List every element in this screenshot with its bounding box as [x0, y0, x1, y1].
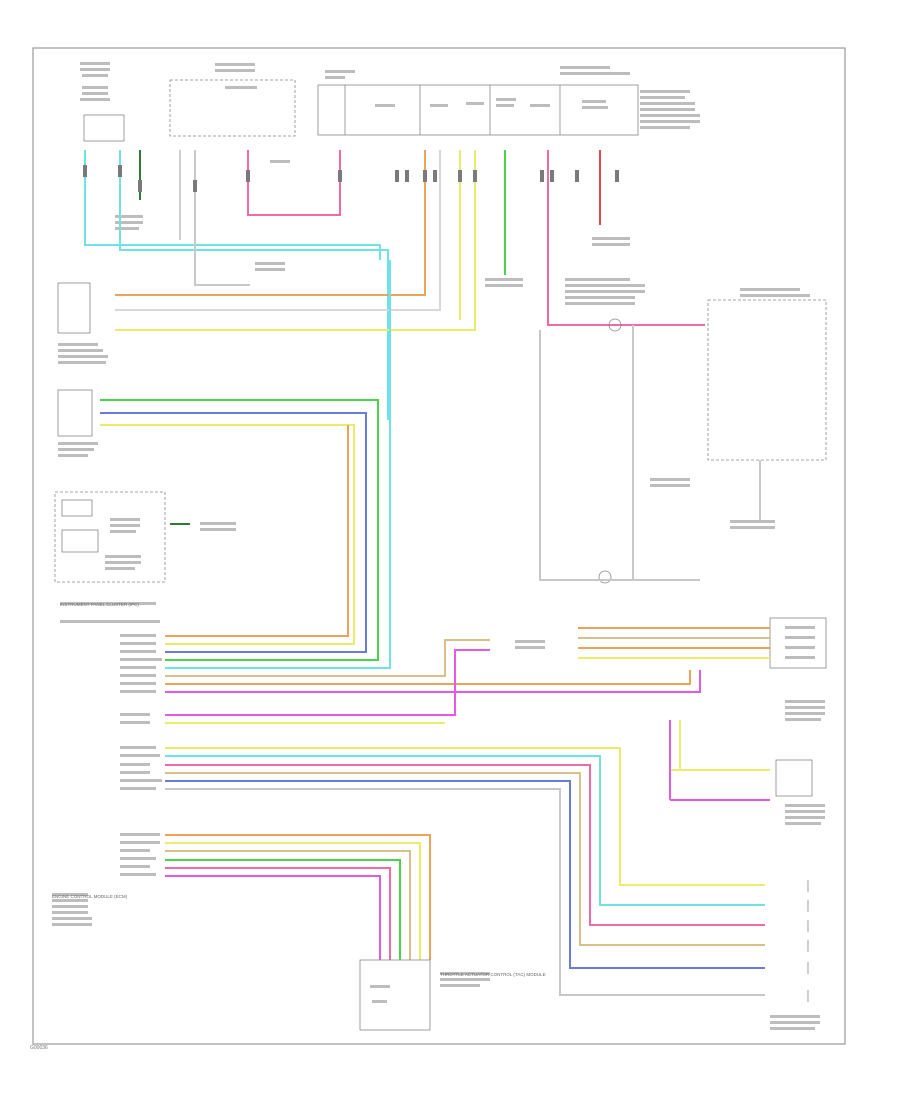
left-sensors: [54, 282, 166, 583]
diagram-frame: [32, 47, 846, 1045]
right-components: [359, 299, 827, 1031]
apps-wires: [100, 399, 379, 661]
ecm-wire-rows: [165, 260, 765, 996]
connector-pins: [83, 165, 619, 192]
right-wires: [539, 325, 770, 801]
top-text-blocks: [80, 62, 810, 305]
label-ecm: ENGINE CONTROL MODULE (ECM): [52, 894, 128, 899]
left-sensor-labels: [58, 343, 236, 623]
top-vertical-wires: [84, 150, 705, 420]
ecm-lower: [370, 985, 390, 1003]
ecm-pin-labels: [52, 634, 162, 926]
label-ipc: INSTRUMENT PANEL CLUSTER (IPC): [60, 602, 139, 607]
right-labels: [440, 478, 825, 1030]
diagram-code: G00036: [30, 1045, 48, 1051]
label-tac: THROTTLE ACTUATOR CONTROL (TAC) MODULE: [440, 972, 546, 977]
top-components: [83, 79, 639, 142]
